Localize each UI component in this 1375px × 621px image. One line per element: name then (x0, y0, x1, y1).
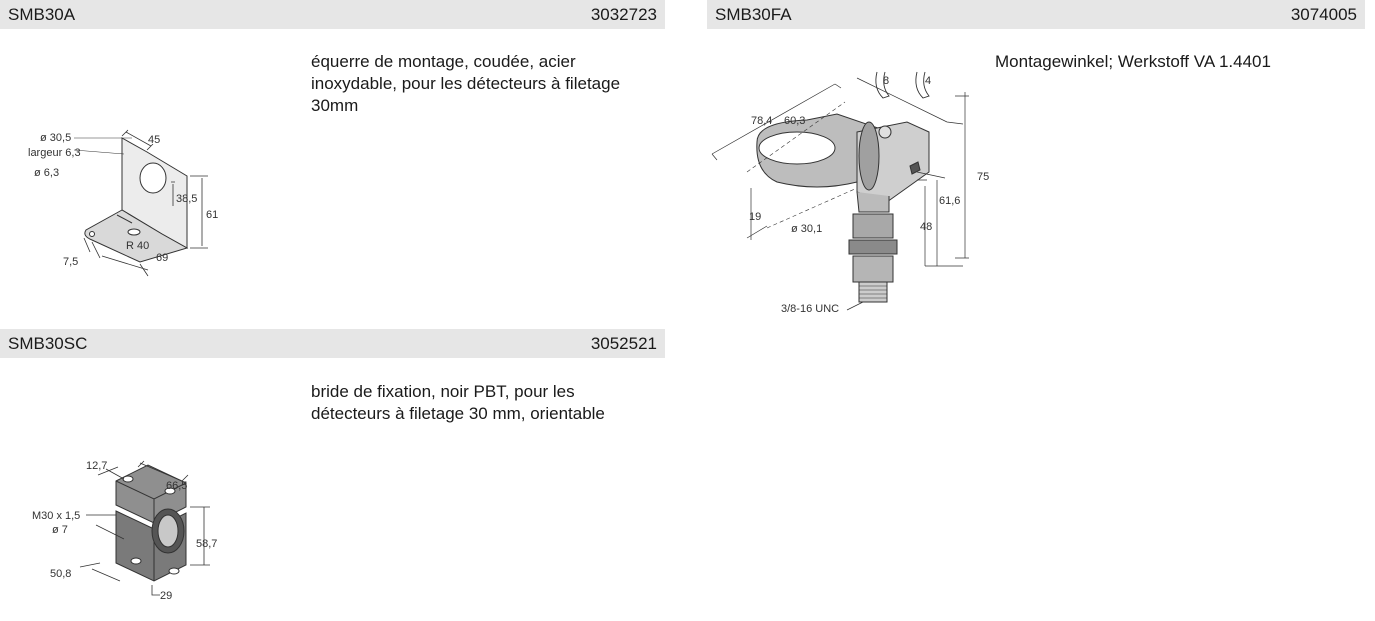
dim-thread: 3/8-16 UNC (781, 303, 839, 315)
dim-w45: 45 (148, 134, 160, 146)
product-name: SMB30SC (8, 334, 88, 353)
product-ident: 3032723 (590, 5, 657, 24)
product-card-smb30sc: SMB30SC 3052521 bride de fixation, noir … (0, 325, 665, 613)
product-name: SMB30FA (715, 5, 792, 24)
dim-w29: 29 (160, 590, 172, 602)
product-description: Montagewinkel; Werkstoff VA 1.4401 (995, 52, 1271, 71)
dim-w78-4: 78,4 (751, 115, 772, 127)
dim-w50-8: 50,8 (50, 568, 71, 580)
product-description: bride de fixation, noir PBT, pour les dé… (311, 382, 605, 423)
product-card-smb30a: SMB30A 3032723 équerre de montage, coudé… (0, 0, 665, 320)
product-name: SMB30A (8, 5, 76, 24)
dim-d30-5: ø 30,5 (40, 132, 71, 144)
product-card-smb30fa: SMB30FA 3074005 Montagewinkel; Werkstoff… (707, 0, 1375, 320)
dim-w60-3: 60,3 (784, 115, 805, 127)
dim-w69: 69 (156, 252, 168, 264)
dim-h75: 75 (977, 171, 989, 183)
dim-h61-6: 61,6 (939, 195, 960, 207)
dim-d8: 8 (883, 75, 889, 87)
bracket-drawing-smb30a: 45 ø 30,5 largeur 6,3 ø 6,3 38,5 61 R 40… (28, 129, 218, 277)
dim-h19: 19 (749, 211, 761, 223)
dim-h61: 61 (206, 209, 218, 221)
dim-d7: ø 7 (52, 524, 68, 536)
product-header: SMB30SC 3052521 (0, 329, 665, 358)
clamp-drawing-smb30sc: 12,7 66,5 M30 x 1,5 ø 7 58,7 50,8 29 (32, 460, 217, 602)
dim-r40: R 40 (126, 240, 149, 252)
dim-largeur: largeur 6,3 (28, 147, 81, 159)
product-header: SMB30A 3032723 (0, 0, 665, 29)
bracket-drawing-smb30fa: 8 4 78,4 60,3 75 61,6 48 19 ø 30,1 3/8-1… (711, 71, 989, 315)
dim-m30: M30 x 1,5 (32, 510, 80, 522)
dim-d30-1: ø 30,1 (791, 223, 822, 235)
dim-w66-5: 66,5 (166, 480, 187, 492)
dim-d6-3: ø 6,3 (34, 167, 59, 179)
dim-w7-5: 7,5 (63, 256, 78, 268)
dim-h48: 48 (920, 221, 932, 233)
product-ident: 3052521 (590, 334, 657, 353)
dim-h38-5: 38,5 (176, 193, 197, 205)
product-header: SMB30FA 3074005 (707, 0, 1365, 29)
dim-w12-7: 12,7 (86, 460, 107, 472)
product-description: équerre de montage, coudée, acier inoxyd… (311, 52, 621, 115)
dim-h58-7: 58,7 (196, 538, 217, 550)
dim-d4: 4 (925, 75, 931, 87)
product-ident: 3074005 (1290, 5, 1357, 24)
